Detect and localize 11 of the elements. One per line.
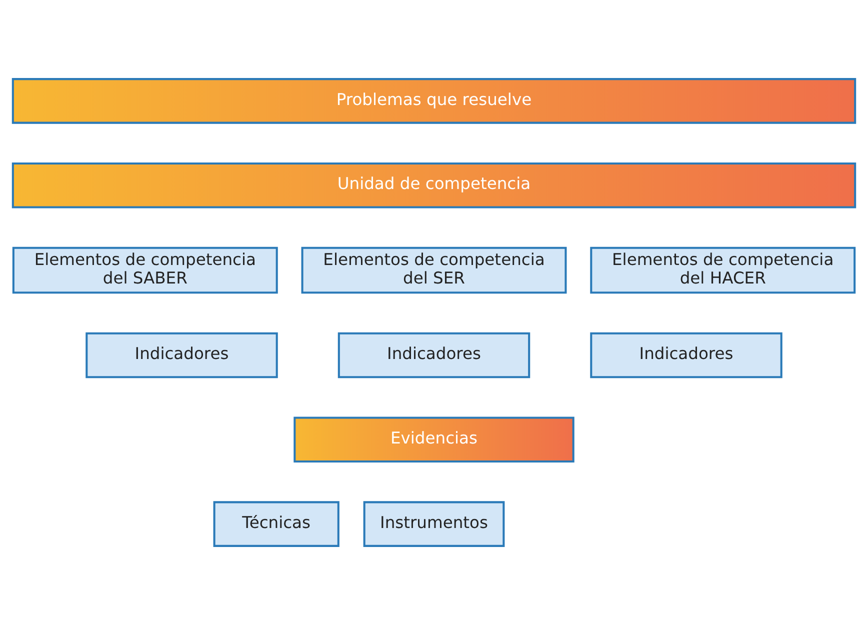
- node-box: Problemas que resuelve: [12, 78, 856, 124]
- node-box: Unidad de competencia: [12, 162, 856, 208]
- node-box: Elementos de competencia del HACER: [590, 246, 856, 294]
- node-box: Técnicas: [213, 501, 340, 547]
- node-box: Indicadores: [590, 332, 782, 378]
- node-box: Instrumentos: [363, 501, 505, 547]
- node-box: Elementos de competencia del SER: [301, 246, 567, 294]
- node-box: Indicadores: [338, 332, 530, 378]
- node-box: Elementos de competencia del SABER: [12, 246, 278, 294]
- node-box: Evidencias: [294, 416, 574, 463]
- node-box: Indicadores: [86, 332, 278, 378]
